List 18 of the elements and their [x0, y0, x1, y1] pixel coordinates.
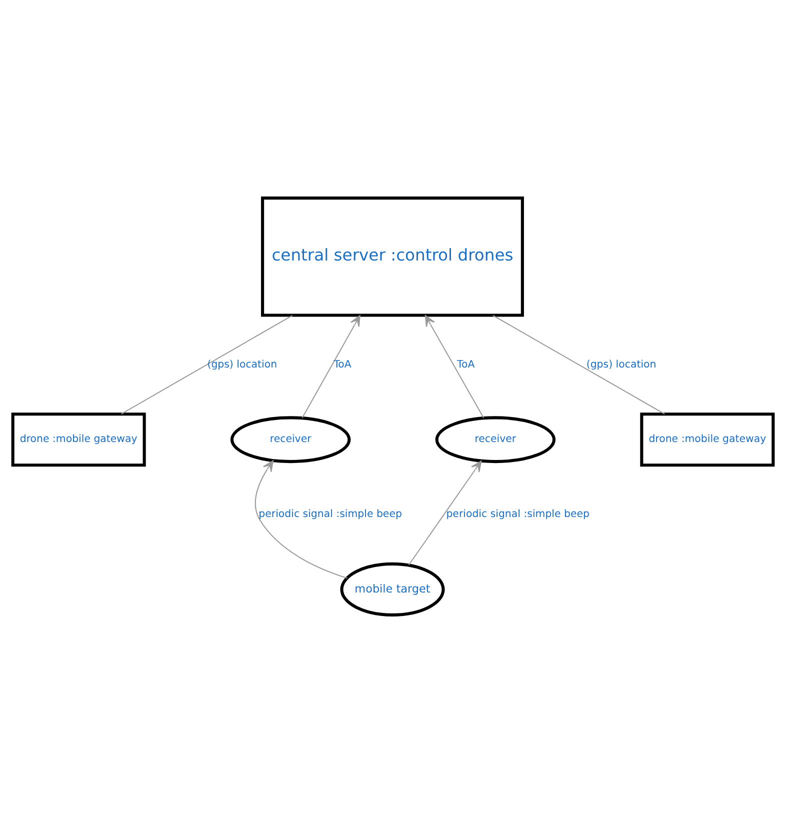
node-ellipse: receiver [230, 416, 351, 464]
arrow [302, 315, 360, 418]
arrow [408, 460, 482, 566]
edge-label: (gps) location [207, 359, 278, 370]
edge-label: periodic signal :simple beep [258, 509, 402, 520]
node-box: central server :control drones [261, 196, 524, 317]
edge-label: (gps) location [586, 359, 656, 370]
node-box: drone :mobile gateway [11, 412, 146, 467]
arrow [424, 315, 484, 418]
edge-label: ToA [334, 359, 352, 370]
connector [492, 314, 665, 414]
edge-label: periodic signal :simple beep [446, 509, 590, 520]
edge-label: ToA [457, 359, 475, 370]
arrow [254, 460, 348, 579]
node-box: drone :mobile gateway [640, 412, 775, 467]
node-ellipse: receiver [435, 416, 556, 464]
connector [121, 314, 293, 414]
node-ellipse: mobile target [340, 562, 445, 616]
